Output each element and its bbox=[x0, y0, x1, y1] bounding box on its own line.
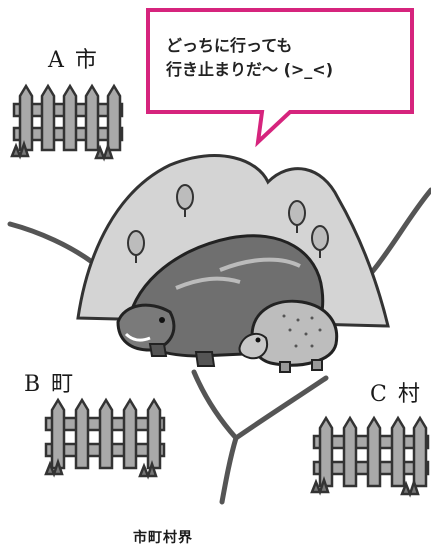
piglet bbox=[238, 299, 339, 373]
speech-line-2: 行き止まりだ〜 (>_<) bbox=[166, 60, 334, 79]
speech-bubble bbox=[146, 8, 414, 148]
fence-town-a bbox=[10, 83, 124, 162]
town-b-label: B 町 bbox=[24, 372, 76, 397]
fence-town-c bbox=[310, 415, 430, 498]
boundary-lines bbox=[7, 187, 431, 505]
speech-line-1: どっちに行っても bbox=[166, 36, 293, 55]
speech-bubble-text: どっちに行っても 行き止まりだ〜 (>_<) bbox=[166, 34, 396, 82]
piglet-spots bbox=[282, 314, 322, 348]
mountain-trees bbox=[127, 184, 329, 263]
town-a-label: A 市 bbox=[48, 48, 99, 73]
fence-town-b bbox=[44, 397, 166, 480]
town-c-label: C 村 bbox=[370, 382, 422, 407]
boundary-label: 市町村界 bbox=[133, 530, 193, 546]
